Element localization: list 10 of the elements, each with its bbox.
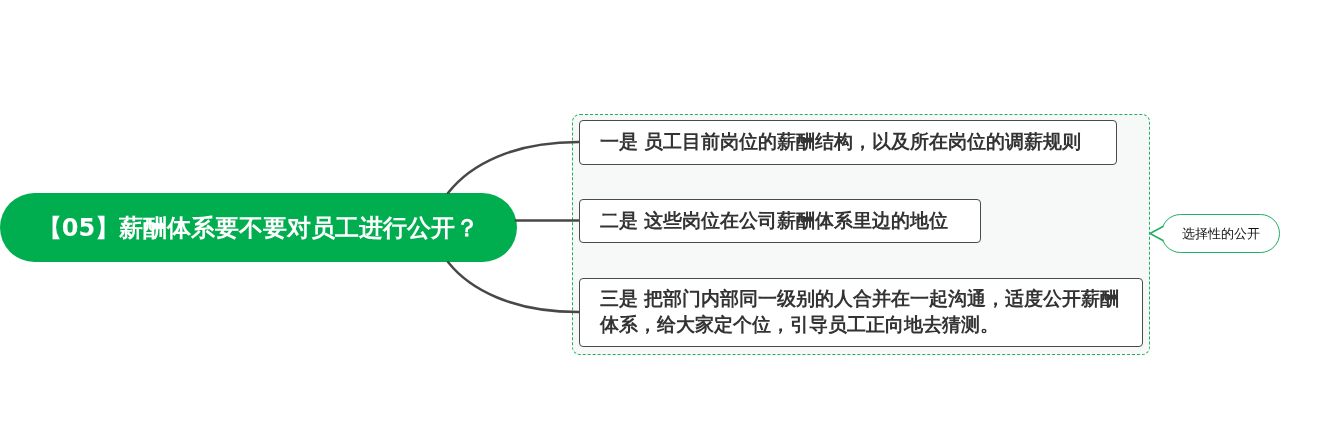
connector-line <box>446 260 580 314</box>
connector-line <box>446 140 580 195</box>
boundary-frame <box>572 114 1150 355</box>
topic-box: 三是 把部门内部同一级别的人合并在一起沟通，适度公开薪酬体系，给大家定个位，引导员工正向地去猜测。 <box>578 277 1143 347</box>
topic-pill: 【05】薪酬体系要不要对员工进行公开？ <box>0 193 517 262</box>
connector-line <box>514 219 580 222</box>
callout-bubble: 选择性的公开 <box>1161 214 1280 253</box>
topic-box: 一是 员工目前岗位的薪酬结构，以及所在岗位的调薪规则 <box>578 119 1117 165</box>
topic-box: 二是 这些岗位在公司薪酬体系里边的地位 <box>578 198 981 243</box>
callout-pointer <box>1149 225 1164 242</box>
